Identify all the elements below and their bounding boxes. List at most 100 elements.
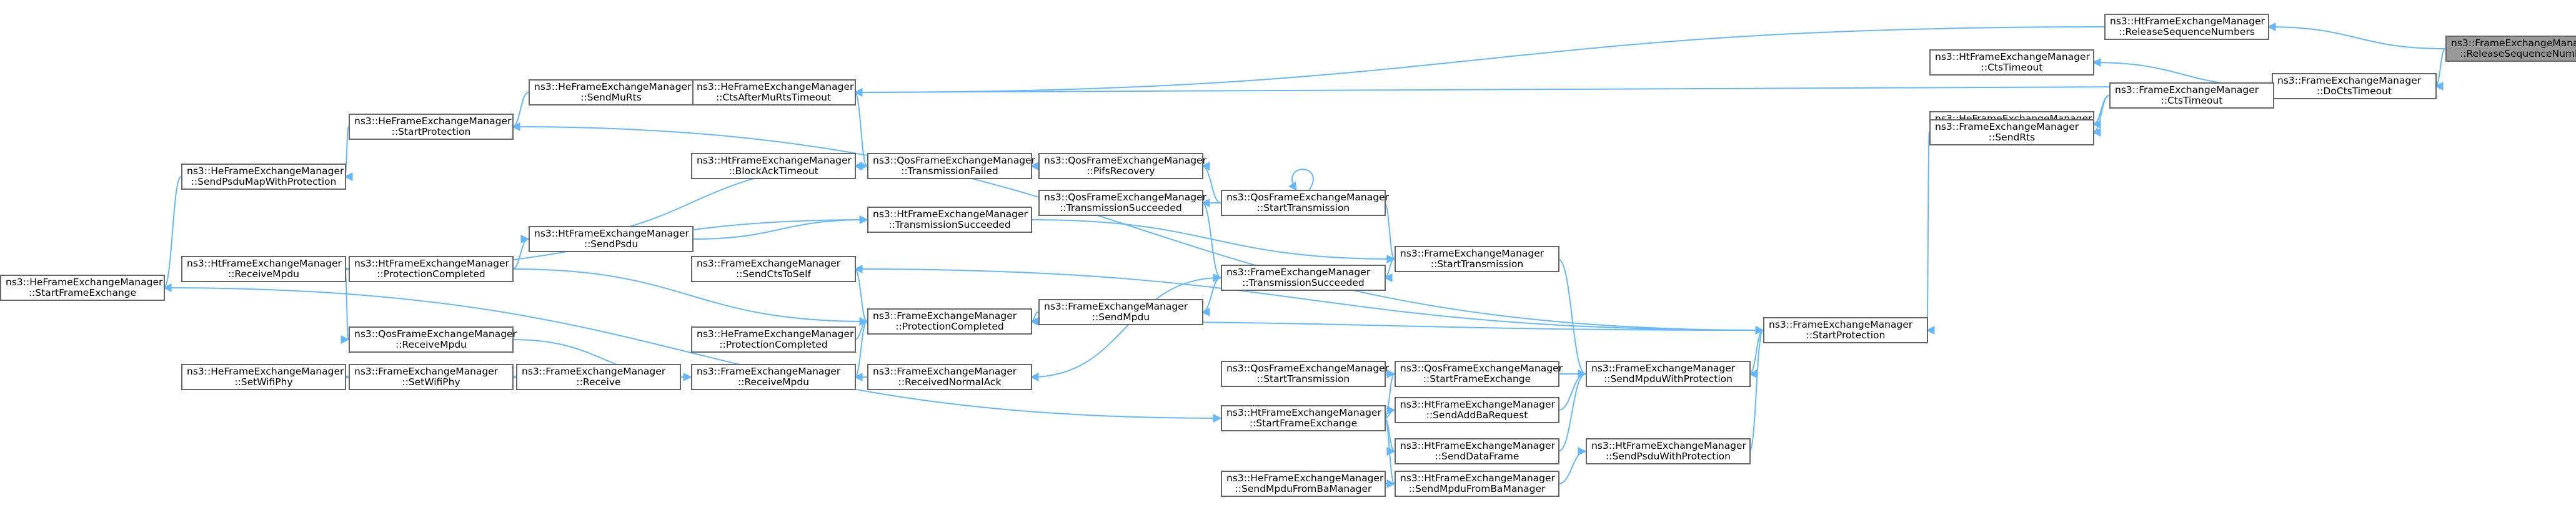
node-fem_receive[interactable]: ns3::FrameExchangeManager::Receive bbox=[516, 364, 681, 390]
node-he_sendpsdu_map[interactable]: ns3::HeFrameExchangeManager::SendPsduMap… bbox=[181, 164, 346, 190]
node-qos_startfe[interactable]: ns3::QosFrameExchangeManager::StartFrame… bbox=[1395, 361, 1563, 387]
node-box bbox=[181, 256, 346, 282]
node-label-line: ns3::HtFrameExchangeManager bbox=[1226, 407, 1382, 418]
edge-qos_startfe-to-ht_startfe bbox=[1384, 370, 1396, 419]
node-root[interactable]: ns3::FrameExchangeManager::ReleaseSequen… bbox=[2445, 36, 2576, 62]
node-label-line: ::PifsRecovery bbox=[1087, 165, 1155, 177]
node-box bbox=[529, 226, 694, 252]
node-fem_sendrts[interactable]: ns3::FrameExchangeManager::SendRts bbox=[1929, 119, 2094, 145]
node-fem_sendmpdu_prot[interactable]: ns3::FrameExchangeManager::SendMpduWithP… bbox=[1586, 361, 1751, 387]
node-ht_cts[interactable]: ns3::HtFrameExchangeManager::CtsTimeout bbox=[1929, 49, 2094, 76]
edge-qos_pifs-to-qos_starttx bbox=[1201, 162, 1221, 203]
node-box bbox=[867, 207, 1032, 233]
node-fem_docts[interactable]: ns3::FrameExchangeManager::DoCtsTimeout bbox=[2272, 73, 2437, 99]
node-box bbox=[1038, 153, 1203, 179]
node-label-line: ::SendPsduWithProtection bbox=[1606, 451, 1731, 462]
node-label-line: ns3::HtFrameExchangeManager bbox=[354, 258, 510, 269]
node-he_sendmpdu_ba[interactable]: ns3::HeFrameExchangeManager::SendMpduFro… bbox=[1221, 471, 1386, 497]
node-label-line: ::StartFrameExchange bbox=[29, 287, 136, 298]
edge-fem_starttx-to-qos_starttx bbox=[1384, 202, 1396, 263]
edge-fem_sendrts-to-fem_cts bbox=[2092, 95, 2110, 137]
edge-he_startprot-to-he_sendmurts bbox=[511, 92, 529, 131]
node-qos_txsucc[interactable]: ns3::QosFrameExchangeManager::Transmissi… bbox=[1038, 190, 1207, 216]
node-he_startfe[interactable]: ns3::HeFrameExchangeManager::StartFrameE… bbox=[0, 275, 165, 301]
node-box bbox=[2272, 73, 2437, 99]
node-box bbox=[1221, 361, 1386, 387]
node-box bbox=[1586, 438, 1751, 464]
edge-fem_startprot-to-ht_sendpsdu_prot bbox=[1749, 326, 1764, 452]
node-he_cts_mu[interactable]: ns3::HeFrameExchangeManager::CtsAfterMuR… bbox=[691, 79, 856, 105]
node-he_protcomp[interactable]: ns3::HeFrameExchangeManager::ProtectionC… bbox=[691, 326, 856, 353]
node-he_setwifiphy[interactable]: ns3::HeFrameExchangeManager::SetWifiPhy bbox=[181, 364, 346, 390]
node-fem_starttx[interactable]: ns3::FrameExchangeManager::StartTransmis… bbox=[1395, 246, 1559, 272]
node-label-line: ::SendDataFrame bbox=[1435, 451, 1519, 462]
node-ht_txsucc[interactable]: ns3::HtFrameExchangeManager::Transmissio… bbox=[867, 207, 1032, 233]
node-box bbox=[691, 256, 856, 282]
node-label-line: ::StartTransmission bbox=[1431, 258, 1523, 270]
node-fem_ctstoself[interactable]: ns3::FrameExchangeManager::SendCtsToSelf bbox=[691, 256, 856, 282]
node-label-line: ns3::HeFrameExchangeManager bbox=[6, 277, 163, 288]
node-fem_protcomp[interactable]: ns3::FrameExchangeManager::ProtectionCom… bbox=[867, 308, 1032, 335]
node-label-line: ns3::FrameExchangeManager bbox=[873, 366, 1017, 377]
node-he_sendmurts[interactable]: ns3::HeFrameExchangeManager::SendMuRts bbox=[529, 79, 694, 105]
node-ht_recvmpdu[interactable]: ns3::HtFrameExchangeManager::ReceiveMpdu bbox=[181, 256, 346, 282]
edge-he_startfe-to-he_sendpsdu_map bbox=[162, 176, 182, 292]
node-qos_starttx2[interactable]: ns3::QosFrameExchangeManager::StartTrans… bbox=[1221, 361, 1390, 387]
node-ht_senddata[interactable]: ns3::HtFrameExchangeManager::SendDataFra… bbox=[1395, 438, 1559, 464]
node-label-line: ::ReceiveMpdu bbox=[395, 339, 467, 350]
node-fem_setwifiphy[interactable]: ns3::FrameExchangeManager::SetWifiPhy bbox=[349, 364, 514, 390]
edge-ht_startfe-to-he_startfe bbox=[163, 287, 1222, 423]
node-label-line: ::SendMpdu bbox=[1092, 311, 1150, 323]
node-label-line: ns3::FrameExchangeManager bbox=[354, 366, 499, 377]
node-ht_rsn[interactable]: ns3::HtFrameExchangeManager::ReleaseSequ… bbox=[2104, 14, 2269, 40]
node-label-line: ns3::HtFrameExchangeManager bbox=[1400, 440, 1556, 451]
node-label-line: ::SendMpduFromBaManager bbox=[1235, 483, 1372, 494]
node-label-line: ::CtsTimeout bbox=[1981, 62, 2043, 73]
node-label-line: ns3::FrameExchangeManager bbox=[1044, 301, 1188, 312]
node-ht_sendpsdu[interactable]: ns3::HtFrameExchangeManager::SendPsdu bbox=[529, 226, 694, 252]
edge-ht_txsucc-to-ht_sendpsdu bbox=[692, 215, 868, 240]
node-label-line: ::SendRts bbox=[1989, 132, 2035, 143]
node-ht_sendmpdu_ba[interactable]: ns3::HtFrameExchangeManager::SendMpduFro… bbox=[1395, 471, 1559, 497]
node-ht_startfe[interactable]: ns3::HtFrameExchangeManager::StartFrameE… bbox=[1221, 405, 1386, 431]
node-label-line: ns3::QosFrameExchangeManager bbox=[354, 328, 517, 340]
node-label-line: ::TransmissionFailed bbox=[901, 165, 998, 177]
node-label-line: ::SendPsdu bbox=[584, 238, 638, 250]
node-fem_txsucc[interactable]: ns3::FrameExchangeManager::TransmissionS… bbox=[1221, 265, 1386, 291]
node-fem_recvmpdu[interactable]: ns3::FrameExchangeManager::ReceiveMpdu bbox=[691, 364, 856, 390]
edge-he_cts-to-fem_cts bbox=[2092, 95, 2110, 129]
node-ht_sendaddba[interactable]: ns3::HtFrameExchangeManager::SendAddBaRe… bbox=[1395, 397, 1559, 423]
node-fem_recvnormalack[interactable]: ns3::FrameExchangeManager::ReceivedNorma… bbox=[867, 364, 1032, 390]
edge-fem_protcomp-to-ht_protcomp bbox=[512, 268, 868, 326]
node-box bbox=[1221, 265, 1386, 291]
node-fem_startprot[interactable]: ns3::FrameExchangeManager::StartProtecti… bbox=[1763, 317, 1928, 343]
node-qos_recvmpdu[interactable]: ns3::QosFrameExchangeManager::ReceiveMpd… bbox=[349, 326, 517, 353]
node-he_startprot[interactable]: ns3::HeFrameExchangeManager::StartProtec… bbox=[349, 114, 514, 140]
node-fem_sendmpdu[interactable]: ns3::FrameExchangeManager::SendMpdu bbox=[1038, 299, 1203, 325]
node-box bbox=[691, 364, 856, 390]
node-box bbox=[1929, 119, 2094, 145]
node-label-line: ::BlockAckTimeout bbox=[729, 165, 818, 177]
node-box bbox=[867, 153, 1032, 179]
node-box bbox=[181, 164, 346, 190]
node-qos_starttx[interactable]: ns3::QosFrameExchangeManager::StartTrans… bbox=[1221, 190, 1390, 216]
node-fem_cts[interactable]: ns3::FrameExchangeManager::CtsTimeout bbox=[2109, 82, 2274, 109]
node-label-line: ns3::HtFrameExchangeManager bbox=[187, 258, 342, 269]
node-qos_txfailed[interactable]: ns3::QosFrameExchangeManager::Transmissi… bbox=[867, 153, 1036, 179]
edge-fem_startprot-to-fem_sendrts bbox=[1926, 132, 1936, 333]
node-ht_sendpsdu_prot[interactable]: ns3::HtFrameExchangeManager::SendPsduWit… bbox=[1586, 438, 1751, 464]
edge-fem_sendmpdu-to-fem_txsucc bbox=[1201, 277, 1221, 316]
node-ht_blockack[interactable]: ns3::HtFrameExchangeManager::BlockAckTim… bbox=[691, 153, 856, 179]
node-qos_pifs[interactable]: ns3::QosFrameExchangeManager::PifsRecove… bbox=[1038, 153, 1207, 179]
node-ht_protcomp[interactable]: ns3::HtFrameExchangeManager::ProtectionC… bbox=[349, 256, 514, 282]
node-label-line: ns3::QosFrameExchangeManager bbox=[1226, 192, 1390, 203]
edge-fem_sendmpdu_prot-to-ht_sendaddba bbox=[1558, 370, 1587, 411]
node-box bbox=[1395, 246, 1559, 272]
edge-qos_starttx-to-qos_starttx bbox=[1288, 169, 1314, 192]
node-label-line: ::TransmissionSucceeded bbox=[1060, 202, 1182, 213]
node-label-line: ns3::HeFrameExchangeManager bbox=[534, 81, 692, 92]
node-box bbox=[516, 364, 681, 390]
edge-fem_sendmpdu_prot-to-fem_starttx bbox=[1558, 258, 1587, 378]
node-label-line: ::ReceiveMpdu bbox=[738, 376, 809, 388]
